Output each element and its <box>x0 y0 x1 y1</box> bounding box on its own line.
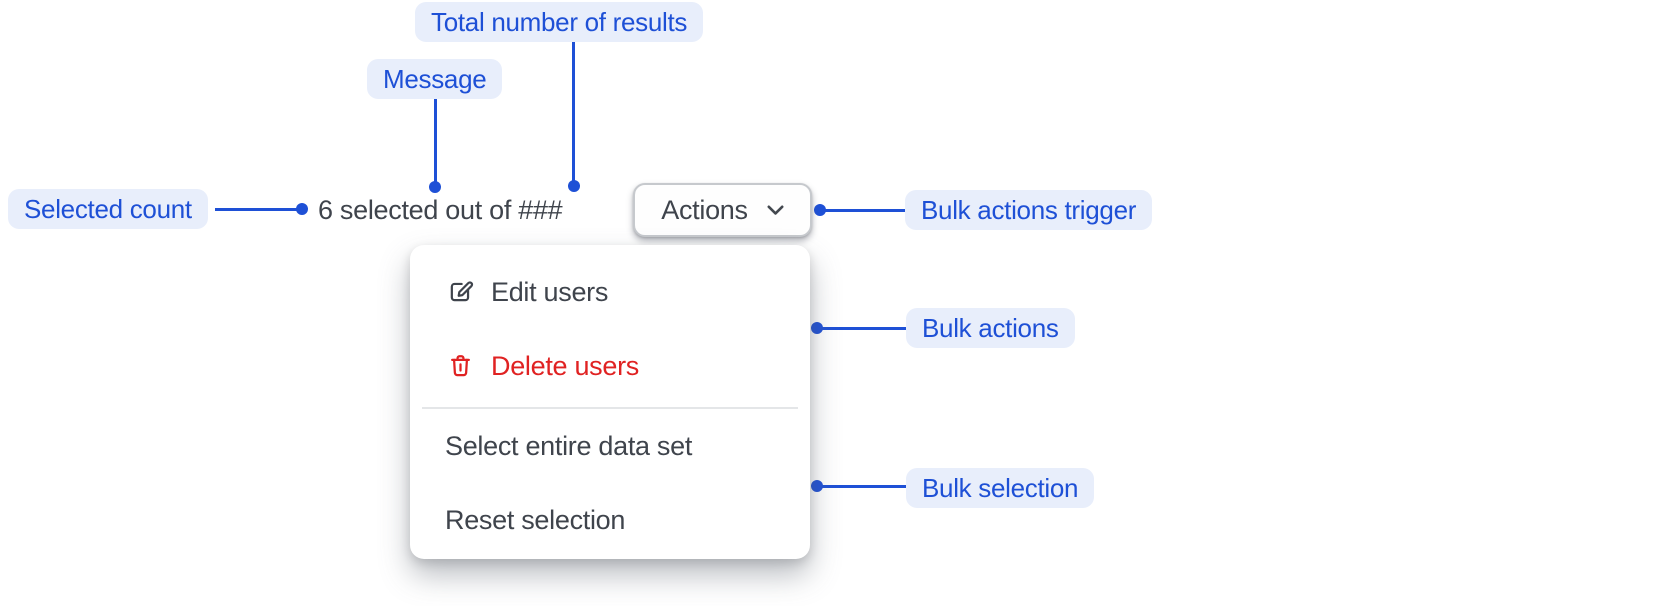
menu-item-delete-users[interactable]: Delete users <box>410 331 810 401</box>
connector-total-results-dot <box>568 180 580 192</box>
connector-bulk-actions-line <box>817 327 906 330</box>
menu-divider <box>422 407 798 409</box>
menu-item-edit-users[interactable]: Edit users <box>410 257 810 327</box>
connector-message-line <box>434 99 437 183</box>
connector-bulk-actions-dot <box>811 322 823 334</box>
annotation-message: Message <box>367 59 503 99</box>
edit-icon <box>446 278 474 306</box>
annotation-selected-count: Selected count <box>8 189 208 229</box>
bulk-actions-menu: Edit users Delete users Select entire da… <box>410 245 810 559</box>
annotation-bulk-selection: Bulk selection <box>906 468 1095 508</box>
selection-message: 6 selected out of ### <box>318 195 563 225</box>
connector-bulk-actions-trigger-dot <box>814 204 826 216</box>
actions-button-label: Actions <box>661 194 748 225</box>
connector-total-results-line <box>572 42 575 182</box>
trash-icon <box>446 352 474 380</box>
connector-bulk-selection-line <box>817 485 906 488</box>
menu-item-select-entire-data-set[interactable]: Select entire data set <box>410 411 810 481</box>
menu-item-label: Select entire data set <box>445 430 693 461</box>
menu-item-reset-selection[interactable]: Reset selection <box>410 485 810 555</box>
menu-item-label: Edit users <box>491 276 609 307</box>
connector-selected-count-dot <box>296 203 308 215</box>
connector-bulk-selection-dot <box>811 480 823 492</box>
connector-bulk-actions-trigger-line <box>820 209 905 212</box>
connector-selected-count-line <box>215 208 302 211</box>
annotation-bulk-actions: Bulk actions <box>906 308 1075 348</box>
menu-item-label: Delete users <box>491 350 639 381</box>
annotation-bulk-actions-trigger: Bulk actions trigger <box>905 190 1153 230</box>
actions-button[interactable]: Actions <box>633 183 812 237</box>
annotation-total-results: Total number of results <box>415 2 704 42</box>
connector-message-dot <box>429 181 441 193</box>
chevron-down-icon <box>767 205 784 216</box>
menu-item-label: Reset selection <box>445 504 626 535</box>
